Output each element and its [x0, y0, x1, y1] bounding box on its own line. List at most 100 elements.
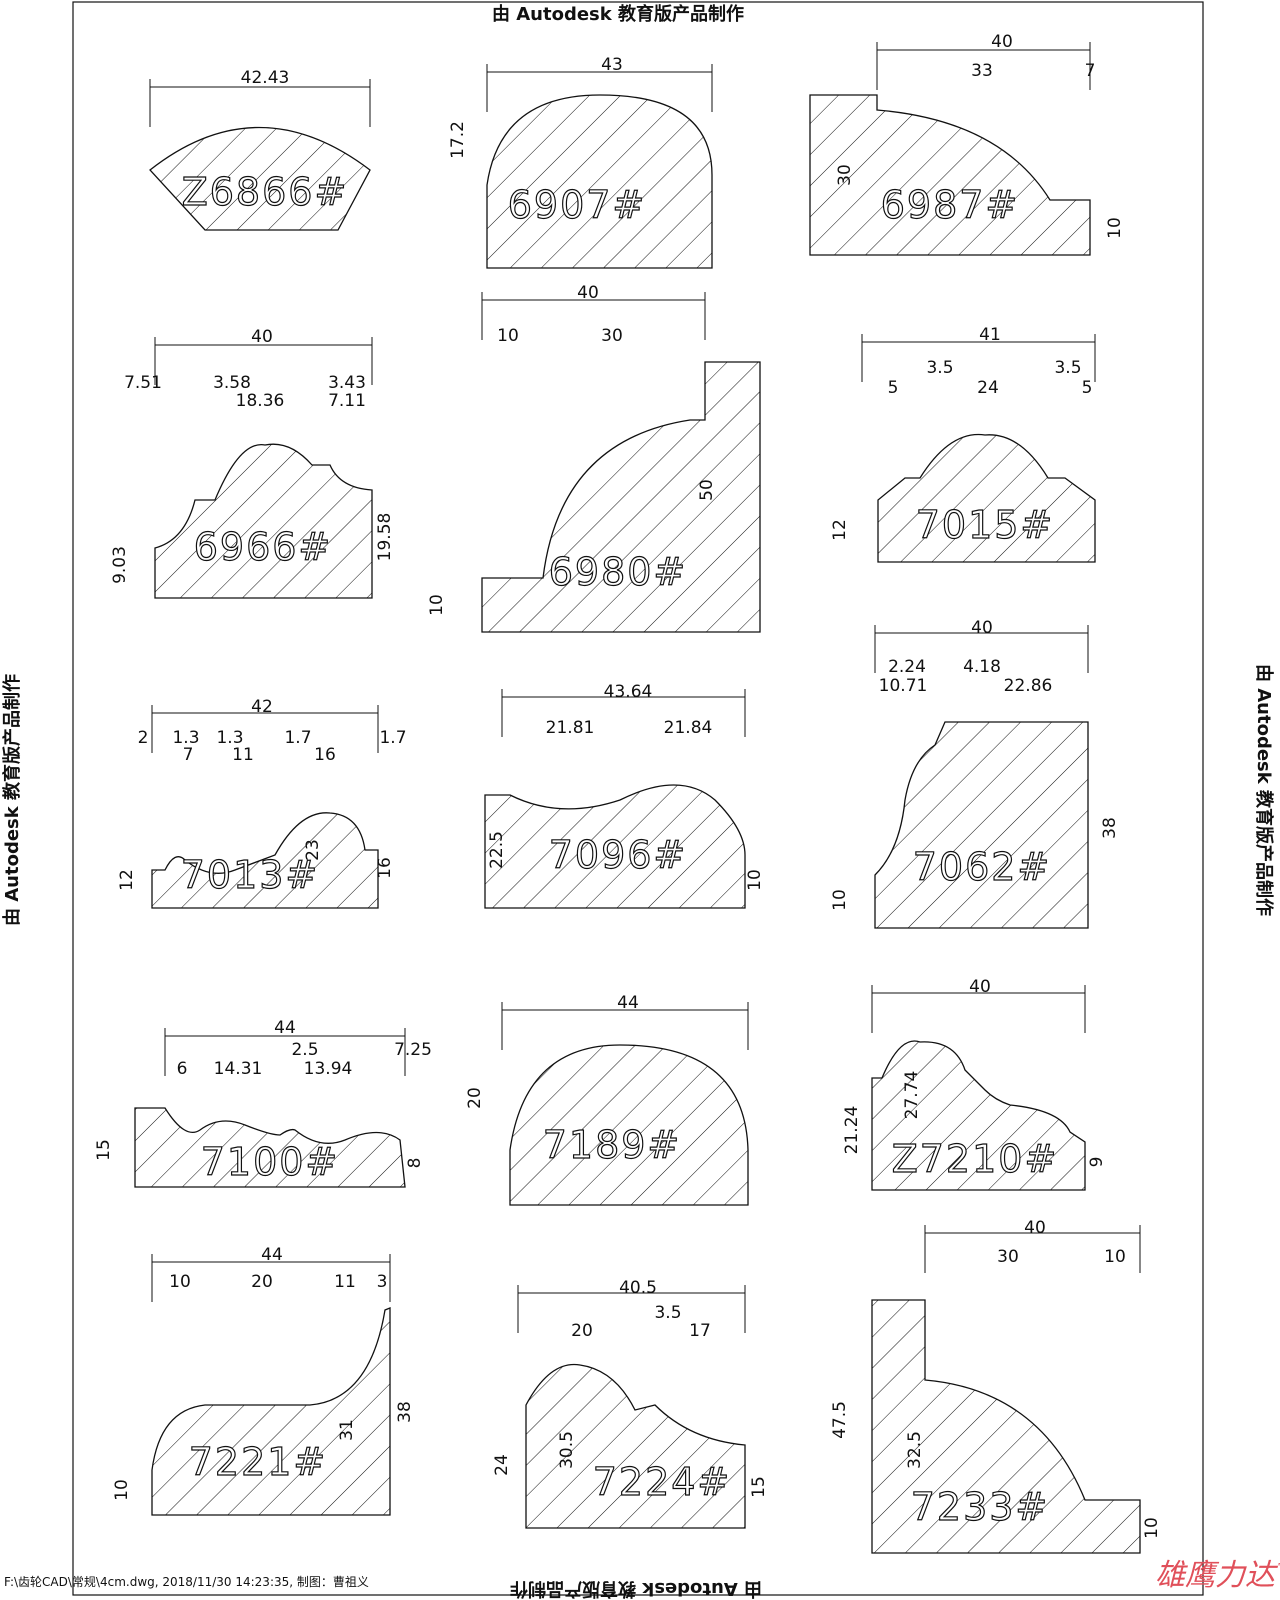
profile-shape — [809, 94, 1091, 256]
dimension-value: 40 — [969, 977, 991, 997]
dimension-value: 44 — [617, 993, 639, 1013]
profile-shape — [134, 1107, 406, 1188]
dimension-value: 15 — [749, 1476, 769, 1498]
profile-code-label: 7224# — [593, 1460, 732, 1504]
profile-code-label: 7233# — [911, 1485, 1050, 1529]
profile-3: 6966# — [154, 337, 373, 599]
dimension-line — [501, 1002, 749, 1050]
dimension-value: 7 — [183, 745, 194, 765]
dimension-value: 40 — [251, 327, 273, 347]
dimension-value: 3.5 — [1054, 358, 1081, 378]
profile-4: 6980# — [481, 292, 761, 633]
dimension-value: 33 — [971, 61, 993, 81]
dimension-line — [149, 79, 371, 127]
dimension-value: 5 — [888, 378, 899, 398]
dimension-value: 40.5 — [619, 1278, 657, 1298]
profile-shape — [151, 1307, 391, 1516]
profile-code-label: 7096# — [549, 833, 688, 877]
dimension-value: 20 — [251, 1272, 273, 1292]
dimension-value: 41 — [979, 325, 1001, 345]
dimension-value: 42 — [251, 697, 273, 717]
dimension-value: 10 — [112, 1479, 132, 1501]
profile-2: 6987# — [809, 42, 1091, 256]
dimension-value: 21.84 — [664, 718, 713, 738]
dimension-value: 44 — [274, 1018, 296, 1038]
drawing-frame — [72, 1, 1204, 1596]
dimension-line — [486, 64, 713, 112]
watermark-bottom: 由 Autodesk 教育版产品制作 — [510, 1578, 762, 1600]
dimension-value: 43.64 — [604, 682, 653, 702]
watermark-top: 由 Autodesk 教育版产品制作 — [492, 3, 744, 25]
profile-shape — [525, 1363, 746, 1529]
dimension-value: 21.24 — [842, 1106, 862, 1155]
dimension-value: 22.5 — [487, 831, 507, 869]
dimension-value: 30 — [997, 1247, 1019, 1267]
dimension-line — [151, 1254, 391, 1302]
dimension-value: 3 — [377, 1272, 388, 1292]
dimension-line — [871, 985, 1086, 1033]
dimension-value: 10 — [1142, 1517, 1162, 1539]
watermark-left: 由 Autodesk 教育版产品制作 — [1, 674, 23, 926]
dimension-value: 9 — [1087, 1157, 1107, 1168]
dimension-value: 24 — [977, 378, 999, 398]
dimension-line — [924, 1225, 1141, 1273]
dimension-value: 9.03 — [110, 546, 130, 584]
profile-6: 7013# — [151, 705, 379, 909]
dimension-line — [517, 1285, 746, 1333]
dimension-value: 10 — [169, 1272, 191, 1292]
dimension-value: 30.5 — [557, 1431, 577, 1469]
dimension-value: 30 — [601, 326, 623, 346]
profile-shape — [871, 1299, 1141, 1554]
profile-code-label: 7221# — [189, 1440, 328, 1484]
dimension-value: 3.58 — [213, 373, 251, 393]
dimension-value: 24 — [492, 1454, 512, 1476]
profile-0: Z6866# — [149, 79, 371, 231]
dimension-value: 20 — [571, 1321, 593, 1341]
dimension-value: 20 — [465, 1087, 485, 1109]
dimension-value: 10 — [1104, 1247, 1126, 1267]
dimension-line — [874, 625, 1089, 673]
dimension-value: 40 — [577, 283, 599, 303]
dimension-value: 12 — [830, 519, 850, 541]
dimension-value: 2.5 — [291, 1040, 318, 1060]
profile-shape — [151, 812, 379, 909]
profile-code-label: Z7210# — [892, 1137, 1059, 1181]
profile-code-label: 6980# — [549, 550, 688, 594]
dimension-line — [501, 689, 746, 737]
dimension-value: 1.7 — [284, 728, 311, 748]
profile-code-label: 6907# — [508, 183, 647, 227]
profile-7: 7096# — [484, 689, 746, 909]
dimension-value: 12 — [117, 869, 137, 891]
dimension-value: 11 — [232, 745, 254, 765]
dimension-value: 1.3 — [172, 728, 199, 748]
dimension-value: 16 — [375, 857, 395, 879]
dimension-value: 10.71 — [879, 676, 928, 696]
profile-shape — [509, 1044, 749, 1206]
profile-13: 7224# — [517, 1285, 746, 1529]
dimension-value: 50 — [697, 479, 717, 501]
dimension-value: 7 — [1085, 61, 1096, 81]
profile-shape — [481, 361, 761, 633]
profile-shape — [154, 443, 373, 599]
dimension-value: 38 — [1100, 817, 1120, 839]
dimension-value: 23 — [303, 839, 323, 861]
dimension-value: 13.94 — [304, 1059, 353, 1079]
profile-shape — [871, 1040, 1086, 1191]
dimension-value: 4.18 — [963, 657, 1001, 677]
watermark-right: 由 Autodesk 教育版产品制作 — [1253, 664, 1275, 916]
dimension-value: 32.5 — [905, 1431, 925, 1469]
dimension-value: 14.31 — [214, 1059, 263, 1079]
dimension-value: 19.58 — [375, 513, 395, 562]
profile-11: Z7210# — [871, 985, 1086, 1191]
dimension-value: 2 — [138, 728, 149, 748]
dimension-value: 8 — [405, 1158, 425, 1169]
profile-code-label: 7013# — [181, 853, 320, 897]
dimension-value: 21.81 — [546, 718, 595, 738]
dimension-value: 30 — [835, 164, 855, 186]
dimension-value: 17 — [689, 1321, 711, 1341]
dimension-value: 7.25 — [394, 1040, 432, 1060]
dimension-value: 10 — [830, 889, 850, 911]
dimension-value: 42.43 — [241, 68, 290, 88]
dimension-line — [876, 42, 1091, 90]
